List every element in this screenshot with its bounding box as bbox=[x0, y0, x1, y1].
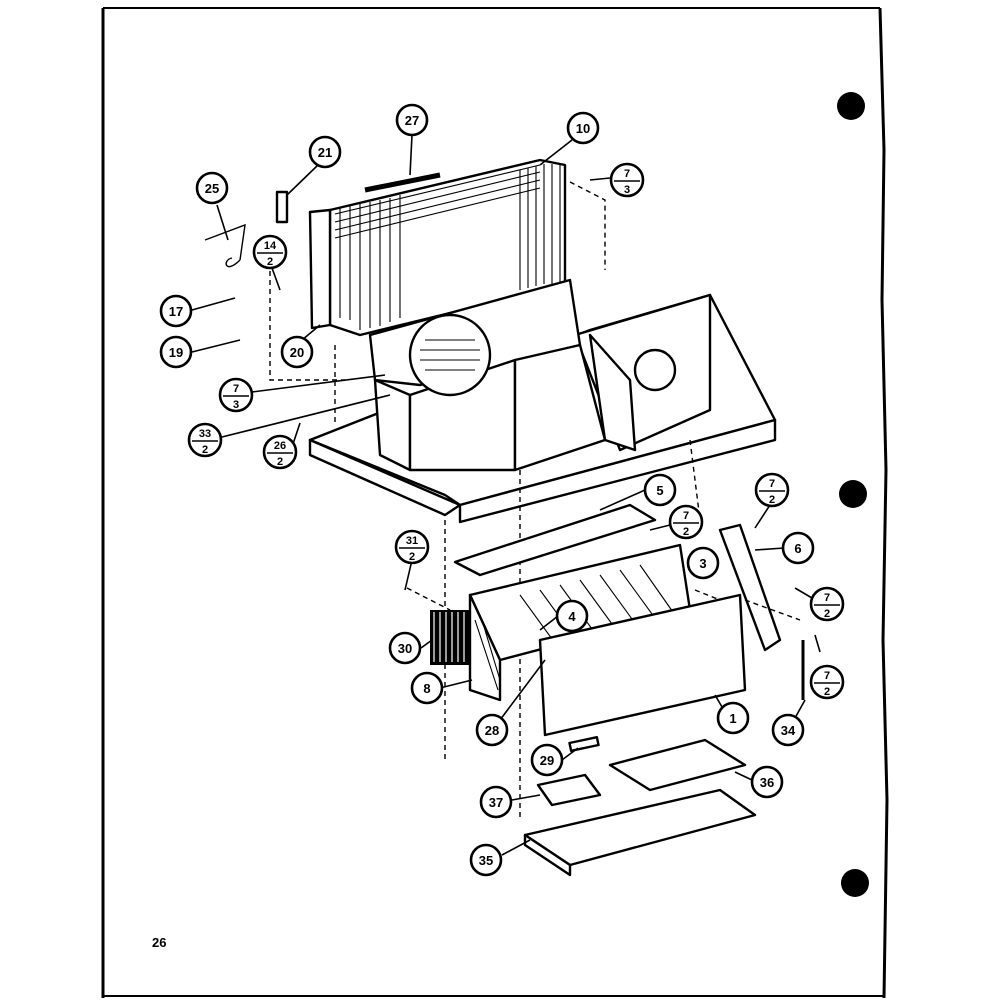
svg-text:2: 2 bbox=[824, 608, 830, 620]
top-strip-part bbox=[364, 172, 441, 193]
svg-text:35: 35 bbox=[479, 853, 493, 868]
svg-text:3: 3 bbox=[699, 556, 706, 571]
svg-text:5: 5 bbox=[656, 483, 663, 498]
callout-21: 21 bbox=[308, 135, 342, 169]
binder-hole-top bbox=[837, 92, 865, 120]
callout-leaders bbox=[191, 134, 821, 856]
callout-34: 34 bbox=[771, 713, 805, 747]
side-bracket bbox=[718, 523, 782, 652]
callout-36: 36 bbox=[750, 765, 784, 799]
callout-7-3-top: 73 bbox=[609, 162, 645, 198]
callout-30: 30 bbox=[388, 631, 422, 665]
base-pan-port bbox=[633, 348, 677, 392]
svg-text:8: 8 bbox=[423, 681, 430, 696]
svg-text:14: 14 bbox=[264, 240, 277, 252]
filter-part bbox=[430, 610, 470, 665]
svg-text:17: 17 bbox=[169, 304, 183, 319]
svg-text:6: 6 bbox=[794, 541, 801, 556]
front-panel bbox=[538, 593, 747, 737]
svg-text:7: 7 bbox=[824, 670, 830, 682]
svg-text:2: 2 bbox=[277, 456, 283, 468]
callout-20: 20 bbox=[280, 335, 314, 369]
callout-25: 25 bbox=[195, 171, 229, 205]
callout-10: 10 bbox=[566, 111, 600, 145]
callout-28: 28 bbox=[475, 713, 509, 747]
svg-text:33: 33 bbox=[199, 428, 211, 440]
svg-text:7: 7 bbox=[683, 510, 689, 522]
callout-5: 5 bbox=[643, 473, 677, 507]
svg-text:7: 7 bbox=[624, 168, 630, 180]
svg-text:31: 31 bbox=[406, 535, 418, 547]
svg-text:36: 36 bbox=[760, 775, 774, 790]
blower-wheel bbox=[408, 313, 492, 397]
callout-29: 29 bbox=[530, 743, 564, 777]
callout-8: 8 bbox=[410, 671, 444, 705]
svg-text:7: 7 bbox=[824, 592, 830, 604]
callout-3: 3 bbox=[686, 546, 720, 580]
tube-part bbox=[204, 223, 246, 268]
small-clip-part bbox=[275, 190, 289, 224]
svg-text:27: 27 bbox=[405, 113, 419, 128]
svg-text:2: 2 bbox=[202, 444, 208, 456]
svg-text:28: 28 bbox=[485, 723, 499, 738]
callout-14-2: 142 bbox=[252, 234, 288, 270]
svg-text:21: 21 bbox=[318, 145, 332, 160]
svg-text:4: 4 bbox=[568, 609, 576, 624]
svg-text:2: 2 bbox=[683, 526, 689, 538]
svg-text:34: 34 bbox=[781, 723, 796, 738]
binder-hole-middle bbox=[839, 480, 867, 508]
label-part-29 bbox=[568, 735, 600, 753]
callout-7-2-b2: 72 bbox=[809, 664, 845, 700]
svg-text:29: 29 bbox=[540, 753, 554, 768]
top-panel-part bbox=[453, 503, 657, 577]
fan-shroud bbox=[368, 278, 637, 472]
callout-7-2-right: 72 bbox=[754, 472, 790, 508]
svg-text:20: 20 bbox=[290, 345, 304, 360]
assembly-guides-lower bbox=[406, 587, 801, 621]
callout-37: 37 bbox=[479, 785, 513, 819]
svg-text:30: 30 bbox=[398, 641, 412, 656]
svg-text:3: 3 bbox=[624, 184, 630, 196]
pad-part-36 bbox=[608, 738, 747, 792]
svg-text:26: 26 bbox=[274, 440, 286, 452]
svg-text:2: 2 bbox=[824, 686, 830, 698]
callout-4: 4 bbox=[555, 599, 589, 633]
callout-27: 27 bbox=[395, 103, 429, 137]
callout-7-3-mid: 73 bbox=[218, 377, 254, 413]
svg-text:2: 2 bbox=[769, 494, 775, 506]
pad-part-37 bbox=[536, 773, 602, 807]
callout-1: 1 bbox=[716, 701, 750, 735]
svg-text:25: 25 bbox=[205, 181, 219, 196]
callout-17: 17 bbox=[159, 294, 193, 328]
callout-6: 6 bbox=[781, 531, 815, 565]
svg-text:2: 2 bbox=[267, 256, 273, 268]
svg-text:2: 2 bbox=[409, 551, 415, 563]
binder-hole-bottom bbox=[841, 869, 869, 897]
svg-text:3: 3 bbox=[233, 399, 239, 411]
svg-text:10: 10 bbox=[576, 121, 590, 136]
page-border bbox=[101, 7, 889, 999]
page-number: 26 bbox=[152, 935, 167, 950]
svg-text:7: 7 bbox=[769, 478, 775, 490]
svg-text:37: 37 bbox=[489, 795, 503, 810]
callout-26-2: 262 bbox=[262, 434, 298, 470]
callout-7-2-mid: 72 bbox=[668, 504, 704, 540]
svg-text:7: 7 bbox=[233, 383, 239, 395]
svg-text:19: 19 bbox=[169, 345, 183, 360]
callout-33-2: 332 bbox=[187, 422, 223, 458]
callout-7-2-b1: 72 bbox=[809, 586, 845, 622]
callout-31-2: 312 bbox=[394, 529, 430, 565]
callout-19: 19 bbox=[159, 335, 193, 369]
callout-35: 35 bbox=[469, 843, 503, 877]
drain-tray bbox=[523, 788, 757, 877]
svg-text:1: 1 bbox=[729, 711, 736, 726]
